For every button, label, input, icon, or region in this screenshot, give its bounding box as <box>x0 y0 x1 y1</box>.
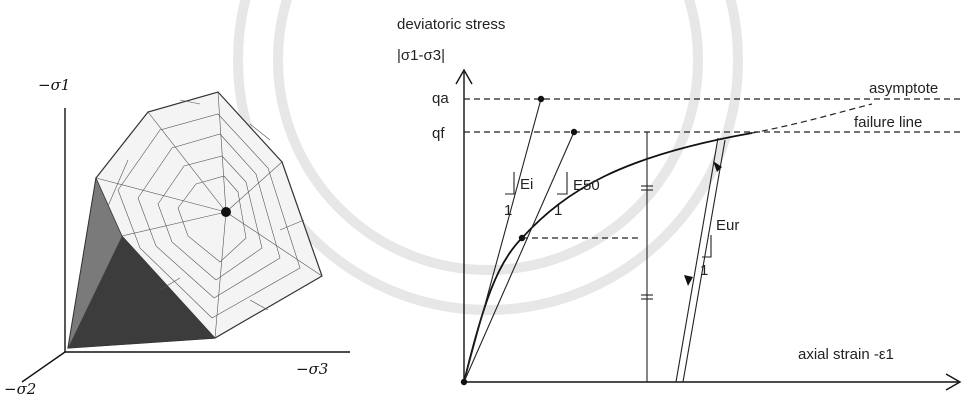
y-axis-arrow <box>455 68 473 85</box>
unload-arrow <box>684 275 693 286</box>
eur-label: Eur <box>716 217 739 234</box>
stress-strain-panel: deviatoric stress |σ1-σ3| axial strain -… <box>397 16 962 391</box>
e50-point <box>570 128 578 136</box>
qa-point <box>537 95 545 103</box>
qf-label: qf <box>432 125 445 142</box>
watermark-seal <box>233 0 743 315</box>
sigma2-label: −σ2 <box>4 380 36 397</box>
x-title: axial strain -ε1 <box>798 346 894 363</box>
eur-slope-triangle <box>702 235 712 258</box>
reload-line <box>675 137 719 383</box>
failure-surface-panel: −σ1 −σ3 −σ2 <box>4 76 350 397</box>
initial-modulus-line <box>463 98 542 383</box>
surface-apex <box>221 207 231 217</box>
sigma2-axis <box>21 351 66 383</box>
e50-slope-triangle <box>557 172 568 195</box>
failure-line-label: failure line <box>854 114 922 131</box>
surface-shadow-dark <box>68 236 215 348</box>
x-axis-arrow <box>945 373 962 391</box>
e50-label: E50 <box>573 177 600 194</box>
ei-label: Ei <box>520 176 533 193</box>
asymptote-label: asymptote <box>869 80 938 97</box>
origin-point <box>460 378 468 386</box>
sigma3-label: −σ3 <box>296 360 328 378</box>
reload-arrow <box>713 161 722 172</box>
curve-extension <box>751 103 873 134</box>
qa-label: qa <box>432 90 449 107</box>
y-title-line1: deviatoric stress <box>397 16 505 33</box>
sigma1-label: −σ1 <box>38 76 70 94</box>
surface-mesh <box>95 91 323 339</box>
ei-slope-triangle <box>505 172 515 195</box>
eur-slope-one: 1 <box>700 262 708 279</box>
y-title-line2: |σ1-σ3| <box>397 47 445 64</box>
secant-modulus-line <box>463 131 575 383</box>
ei-slope-one: 1 <box>504 202 512 219</box>
unload-line <box>682 139 726 383</box>
e50-slope-one: 1 <box>554 202 562 219</box>
